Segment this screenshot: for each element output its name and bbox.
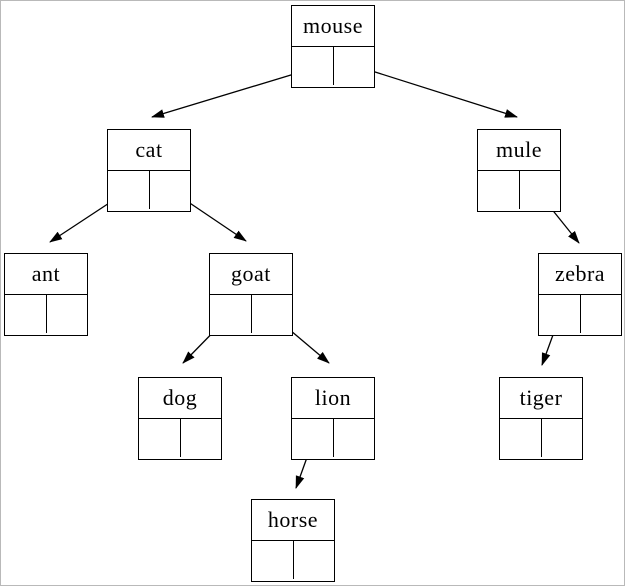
node-pointer-cells (5, 295, 87, 333)
tree-node-ant: ant (4, 253, 88, 336)
left-pointer-cell (252, 541, 294, 579)
node-label-goat: goat (210, 254, 292, 295)
tree-node-tiger: tiger (499, 377, 583, 460)
node-label-lion: lion (292, 378, 374, 419)
tree-node-mule: mule (477, 129, 561, 212)
node-pointer-cells (139, 419, 221, 457)
left-pointer-cell (292, 419, 334, 457)
tree-node-goat: goat (209, 253, 293, 336)
node-label-cat: cat (108, 130, 190, 171)
left-pointer-cell (539, 295, 581, 333)
right-pointer-cell (334, 419, 375, 457)
right-pointer-cell (581, 295, 622, 333)
tree-node-lion: lion (291, 377, 375, 460)
node-pointer-cells (108, 171, 190, 209)
node-pointer-cells (500, 419, 582, 457)
tree-node-mouse: mouse (291, 5, 375, 88)
right-pointer-cell (520, 171, 561, 209)
tree-node-cat: cat (107, 129, 191, 212)
left-pointer-cell (292, 47, 334, 85)
left-pointer-cell (478, 171, 520, 209)
node-label-tiger: tiger (500, 378, 582, 419)
node-label-horse: horse (252, 500, 334, 541)
right-pointer-cell (542, 419, 583, 457)
node-pointer-cells (539, 295, 621, 333)
left-pointer-cell (500, 419, 542, 457)
node-label-mule: mule (478, 130, 560, 171)
right-pointer-cell (252, 295, 293, 333)
node-pointer-cells (478, 171, 560, 209)
node-label-dog: dog (139, 378, 221, 419)
right-pointer-cell (294, 541, 335, 579)
node-pointer-cells (210, 295, 292, 333)
edge-mouse-left-to-cat (151, 67, 315, 118)
left-pointer-cell (139, 419, 181, 457)
node-pointer-cells (292, 47, 374, 85)
node-pointer-cells (292, 419, 374, 457)
right-pointer-cell (150, 171, 191, 209)
right-pointer-cell (181, 419, 222, 457)
left-pointer-cell (108, 171, 150, 209)
left-pointer-cell (210, 295, 252, 333)
edge-mouse-right-to-mule (352, 64, 518, 118)
node-label-zebra: zebra (539, 254, 621, 295)
right-pointer-cell (47, 295, 88, 333)
tree-node-dog: dog (138, 377, 222, 460)
tree-node-zebra: zebra (538, 253, 622, 336)
node-pointer-cells (252, 541, 334, 579)
tree-node-horse: horse (251, 499, 335, 582)
node-label-ant: ant (5, 254, 87, 295)
right-pointer-cell (334, 47, 375, 85)
left-pointer-cell (5, 295, 47, 333)
node-label-mouse: mouse (292, 6, 374, 47)
